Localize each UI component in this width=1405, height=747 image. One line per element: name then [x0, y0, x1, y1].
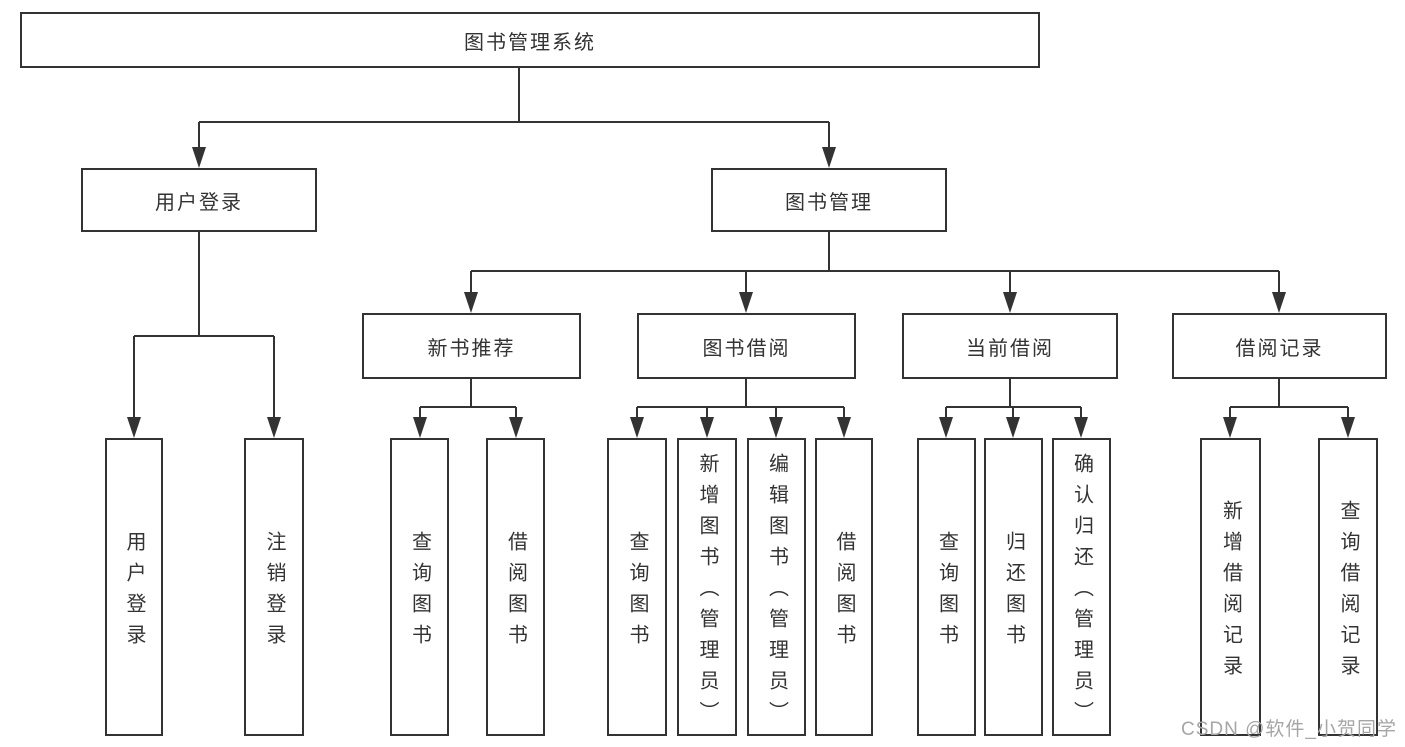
- node-root-label: 图书管理系统: [464, 31, 596, 54]
- leaf-query-books-3: 查询图书: [917, 438, 976, 736]
- node-new-book-recommendation: 新书推荐: [362, 313, 581, 379]
- node-borrowing-records: 借阅记录: [1172, 313, 1387, 379]
- node-book-borrowing-label: 图书借阅: [702, 337, 791, 360]
- leaf-user-login: 用户登录: [105, 438, 163, 736]
- leaf-add-borrowing-record: 新增借阅记录: [1200, 438, 1261, 736]
- leaf-query-books-2: 查询图书: [607, 438, 667, 736]
- watermark: CSDN @软件_小贺同学: [1181, 719, 1397, 740]
- node-borrowing-records-label: 借阅记录: [1235, 337, 1324, 360]
- leaf-borrow-books-2: 借阅图书: [815, 438, 873, 736]
- node-user-login: 用户登录: [81, 168, 317, 232]
- node-current-borrowing-label: 当前借阅: [966, 337, 1054, 360]
- node-book-borrowing: 图书借阅: [637, 313, 856, 379]
- leaf-query-books-3-label: 查询图书: [935, 530, 958, 655]
- leaf-query-books-1-label: 查询图书: [408, 530, 431, 655]
- leaf-borrow-books-2-label: 借阅图书: [833, 530, 855, 655]
- node-root: 图书管理系统: [20, 12, 1040, 68]
- leaf-query-borrowing-record: 查询借阅记录: [1318, 438, 1378, 736]
- leaf-user-login-label: 用户登录: [123, 530, 145, 655]
- leaf-query-books-2-label: 查询图书: [626, 530, 648, 655]
- arrowheads: [127, 147, 1355, 438]
- leaf-return-books-label: 归还图书: [1002, 530, 1025, 655]
- leaf-add-book-admin-label: 新增图书（管理员）: [696, 453, 718, 732]
- leaf-logout-login-label: 注销登录: [263, 530, 285, 655]
- leaf-query-borrowing-record-label: 查询借阅记录: [1337, 499, 1359, 686]
- node-current-borrowing: 当前借阅: [902, 313, 1118, 379]
- node-user-login-label: 用户登录: [155, 191, 243, 214]
- connector-paths: [133, 68, 1349, 419]
- leaf-query-books-1: 查询图书: [390, 438, 449, 736]
- leaf-edit-book-admin-label: 编辑图书（管理员）: [765, 453, 788, 732]
- leaf-logout-login: 注销登录: [244, 438, 304, 736]
- leaf-confirm-return-admin: 确认归还（管理员）: [1052, 438, 1111, 736]
- leaf-edit-book-admin: 编辑图书（管理员）: [747, 438, 806, 736]
- leaf-return-books: 归还图书: [984, 438, 1043, 736]
- leaf-add-borrowing-record-label: 新增借阅记录: [1219, 499, 1242, 686]
- node-book-management-label: 图书管理: [785, 191, 873, 214]
- leaf-add-book-admin: 新增图书（管理员）: [677, 438, 737, 736]
- node-new-book-recommendation-label: 新书推荐: [427, 337, 516, 360]
- leaf-confirm-return-admin-label: 确认归还（管理员）: [1070, 453, 1093, 732]
- node-book-management: 图书管理: [711, 168, 947, 232]
- leaf-borrow-books-1: 借阅图书: [486, 438, 545, 736]
- leaf-borrow-books-1-label: 借阅图书: [504, 530, 527, 655]
